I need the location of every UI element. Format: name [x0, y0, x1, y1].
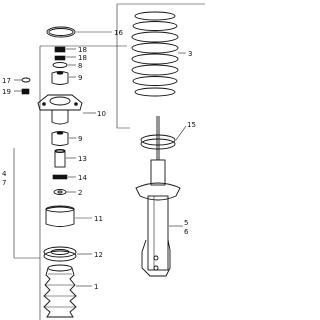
callout-19: 19 [2, 88, 11, 96]
callout-4: 4 [2, 170, 7, 178]
part-19-nut [14, 88, 30, 95]
part-2-bushing [53, 189, 76, 195]
part-10-strut-mount [37, 94, 96, 125]
callout-15: 15 [187, 121, 196, 129]
part-12-spring-seat [43, 246, 92, 262]
callout-10: 10 [97, 110, 106, 118]
part-18-nut-lower [54, 55, 76, 61]
part-8-washer [52, 62, 76, 68]
callout-9-upper: 9 [78, 74, 82, 82]
callout-17: 17 [2, 77, 11, 85]
callout-18-lower: 18 [78, 54, 87, 62]
callout-16: 16 [114, 29, 123, 37]
part-17-washer [14, 77, 31, 83]
callout-9-lower: 9 [78, 135, 82, 143]
callout-13: 13 [78, 155, 87, 163]
part-16-o-ring [46, 26, 112, 38]
callout-8: 8 [78, 62, 82, 70]
part-14-washer [52, 174, 76, 180]
callout-14: 14 [78, 174, 87, 182]
frame-lines [13, 3, 205, 320]
part-15-spring-seat-leader [175, 125, 187, 141]
callout-labels: 16 18 18 8 9 17 19 10 9 4 7 13 14 2 11 1… [2, 29, 196, 291]
callout-12: 12 [94, 251, 103, 259]
callout-5: 5 [184, 219, 188, 227]
part-18-nut-upper [54, 46, 76, 53]
callout-18-upper: 18 [78, 46, 87, 54]
part-9-bushing-lower [51, 131, 76, 146]
part-13-spacer [54, 149, 76, 168]
part-5-shock-absorber [135, 116, 183, 277]
part-9-bushing-upper [51, 71, 76, 85]
part-11-bump-stop [45, 205, 92, 227]
callout-1: 1 [94, 283, 98, 291]
callout-6: 6 [184, 228, 189, 236]
exploded-parts-diagram: 16 18 18 8 9 17 19 10 9 4 7 13 14 2 11 1… [2, 3, 205, 320]
callout-2: 2 [78, 189, 82, 197]
callout-7: 7 [2, 179, 6, 187]
callout-11: 11 [94, 215, 103, 223]
part-1-dust-boot [43, 264, 92, 318]
callout-3: 3 [188, 50, 192, 58]
part-3-coil-spring [131, 11, 186, 97]
